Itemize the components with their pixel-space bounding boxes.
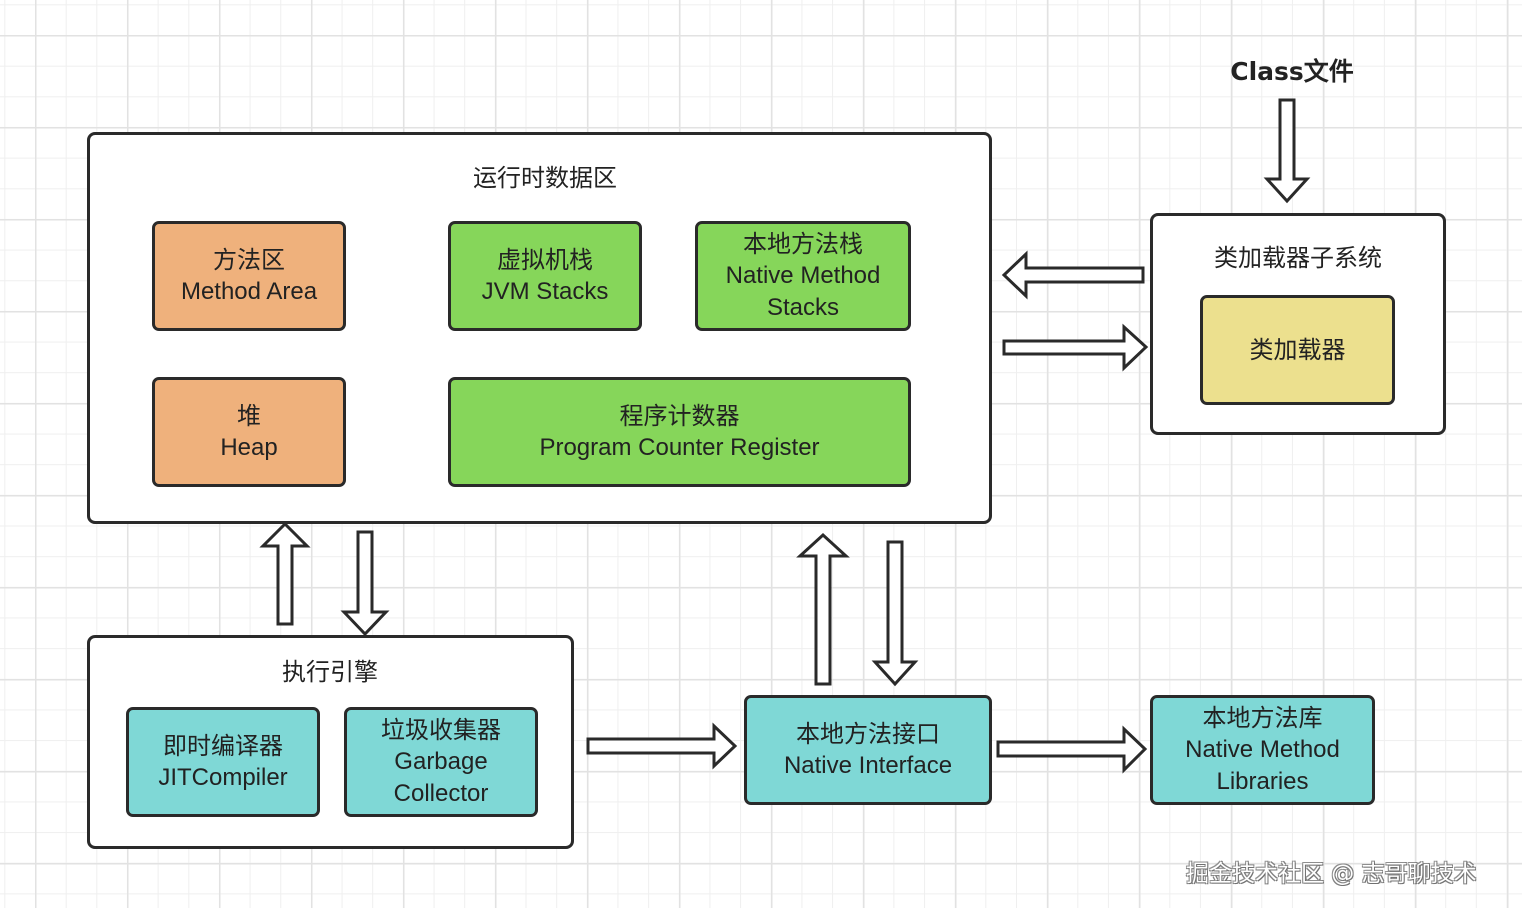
class-loader-label: 类加载器: [1249, 336, 1346, 364]
method-area-en: Method Area: [180, 278, 318, 305]
method-area-cn: 方法区: [213, 246, 285, 274]
arrow-runtime-to-engine: [340, 530, 390, 637]
class-file-label: Class文件: [1230, 57, 1354, 86]
native-method-stacks-cn: 本地方法栈: [743, 230, 863, 258]
garbage-collector-en1: Garbage: [394, 748, 488, 775]
native-interface-en: Native Interface: [783, 752, 953, 779]
program-counter-node[interactable]: 程序计数器 Program Counter Register: [448, 377, 911, 487]
arrow-engine-to-runtime: [259, 521, 311, 626]
class-loader-subsystem-title: 类加载器子系统: [1214, 244, 1382, 272]
arrow-runtime-to-loader: [1002, 323, 1149, 372]
jvm-stacks-en: JVM Stacks: [481, 278, 609, 305]
watermark: 掘金技术社区 @ 志哥聊技术: [1186, 861, 1477, 887]
method-area-node[interactable]: 方法区 Method Area: [152, 221, 346, 331]
native-method-stacks-node[interactable]: 本地方法栈 Native Method Stacks: [695, 221, 911, 331]
arrow-native-to-libraries: [996, 725, 1148, 774]
native-method-stacks-en2: Stacks: [766, 294, 840, 321]
native-libraries-en1: Native Method: [1185, 736, 1340, 763]
jit-compiler-cn: 即时编译器: [163, 732, 283, 760]
native-interface-node[interactable]: 本地方法接口 Native Interface: [744, 695, 992, 805]
heap-en: Heap: [220, 434, 278, 461]
heap-node[interactable]: 堆 Heap: [152, 377, 346, 487]
jvm-stacks-cn: 虚拟机栈: [497, 246, 593, 274]
garbage-collector-cn: 垃圾收集器: [381, 716, 501, 744]
garbage-collector-node[interactable]: 垃圾收集器 Garbage Collector: [344, 707, 538, 817]
class-loader-node[interactable]: 类加载器: [1200, 295, 1395, 405]
heap-cn: 堆: [237, 402, 261, 430]
execution-engine-title: 执行引擎: [282, 658, 378, 686]
garbage-collector-en2: Collector: [393, 780, 489, 807]
jit-compiler-en: JITCompiler: [158, 764, 288, 791]
native-libraries-node[interactable]: 本地方法库 Native Method Libraries: [1150, 695, 1375, 805]
program-counter-en: Program Counter Register: [539, 434, 820, 461]
jvm-stacks-node[interactable]: 虚拟机栈 JVM Stacks: [448, 221, 642, 331]
native-libraries-cn: 本地方法库: [1202, 704, 1323, 732]
arrow-engine-to-native: [586, 722, 738, 770]
native-libraries-en2: Libraries: [1216, 768, 1309, 795]
native-interface-cn: 本地方法接口: [796, 720, 940, 748]
arrow-runtime-to-native: [871, 540, 919, 687]
arrow-native-to-runtime: [796, 532, 850, 686]
runtime-data-area-title: 运行时数据区: [473, 164, 617, 192]
program-counter-cn: 程序计数器: [619, 402, 740, 430]
jit-compiler-node[interactable]: 即时编译器 JITCompiler: [126, 707, 320, 817]
arrow-class-file-to-loader: [1263, 98, 1311, 204]
arrow-loader-to-runtime: [1001, 250, 1145, 300]
native-method-stacks-en1: Native Method: [725, 262, 881, 289]
